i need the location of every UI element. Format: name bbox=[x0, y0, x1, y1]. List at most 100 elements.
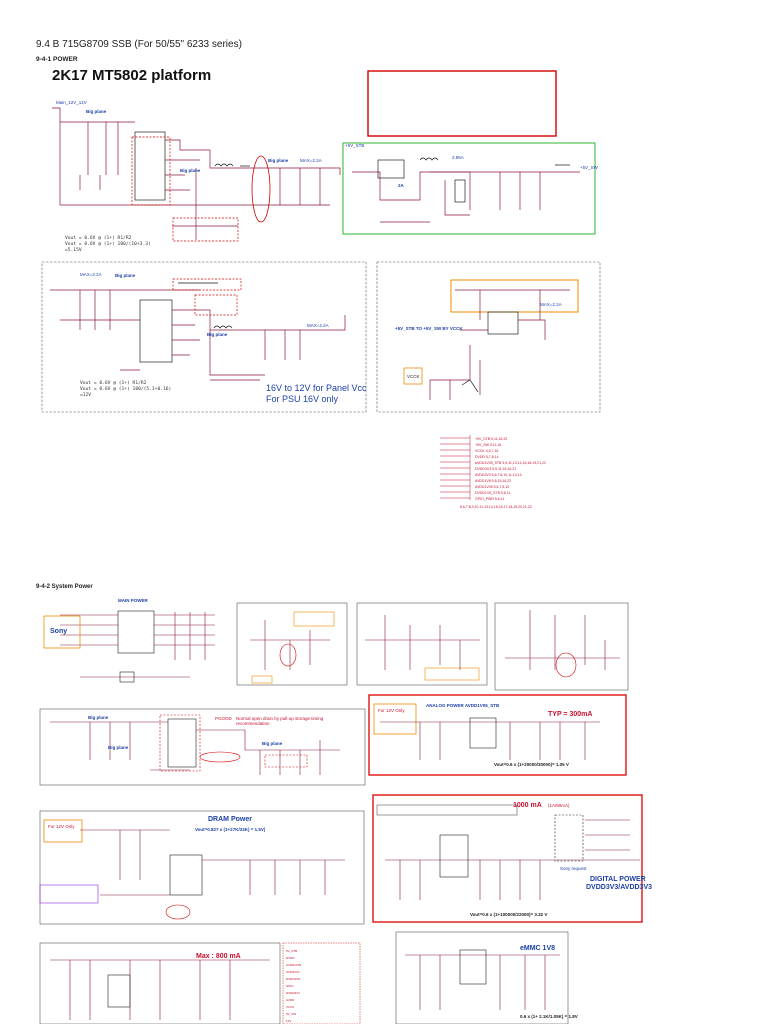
emmc-vout-formula: 0.6 x (1+ 2.1K/1.05K) = 1.8V bbox=[520, 1014, 578, 1019]
small-rail-box bbox=[376, 804, 518, 816]
digital-power-subtitle: DVDD3V3/AVDD3V3 bbox=[586, 884, 653, 891]
svg-text:GPIO: GPIO bbox=[286, 984, 294, 988]
svg-text:5,6,7,8,9,10,11,13,14,15,16,17: 5,6,7,8,9,10,11,13,14,15,16,17,18,19,20,… bbox=[460, 505, 532, 509]
dram-power-block bbox=[39, 810, 365, 925]
platform-title: 2K17 MT5802 platform bbox=[52, 67, 212, 84]
orange-dram-note bbox=[43, 819, 83, 843]
svg-text:12V: 12V bbox=[286, 1019, 291, 1023]
document-title: 9.4 B 715G8709 SSB (For 50/55" 6233 seri… bbox=[36, 39, 242, 50]
red-dashed-box-6 bbox=[264, 754, 308, 768]
svg-text:DVDD1V8: DVDD1V8 bbox=[286, 977, 300, 981]
digital-current-label: 1000 mA bbox=[513, 802, 542, 809]
rail-label: +5V_STB bbox=[345, 143, 365, 148]
orange-vcck-box bbox=[403, 367, 423, 385]
main-power-title: MAIN POWER bbox=[118, 598, 148, 603]
orange-analog-note bbox=[373, 703, 417, 735]
orange-sony-box bbox=[43, 615, 81, 649]
rail-label: +5V_SW bbox=[580, 165, 598, 170]
svg-text:AVDD: AVDD bbox=[286, 998, 295, 1002]
green-highlight-box bbox=[342, 142, 596, 235]
svg-text:AVDD1V8 5,8,15,16,22: AVDD1V8 5,8,15,16,22 bbox=[475, 479, 511, 483]
vcck-switch-block bbox=[376, 261, 601, 413]
panel-vcc-note: 16V to 12V for Panel Vcc For PSU 16V onl… bbox=[266, 383, 367, 404]
svg-text:VCCK 4,6,7,16: VCCK 4,6,7,16 bbox=[475, 449, 498, 453]
svg-text:DVDD 5,7,8,14: DVDD 5,7,8,14 bbox=[475, 455, 499, 459]
svg-text:AVDD1V05_STB 5,9,11,13,14,16,1: AVDD1V05_STB 5,9,11,13,14,16,18,19,21,22 bbox=[475, 461, 546, 465]
vcck-title: +5V_STB TO +5V_SW BY VCCK bbox=[395, 326, 463, 331]
max-800-label: Max : 800 mA bbox=[196, 953, 241, 960]
max-current-label: MAX=2.2A bbox=[300, 158, 322, 163]
orange-highlight-box bbox=[450, 279, 579, 313]
svg-text:DVDD3V3: DVDD3V3 bbox=[286, 991, 300, 995]
analog-power-block bbox=[368, 694, 627, 776]
red-dashed-box-1 bbox=[131, 136, 171, 206]
power-schematic-top bbox=[52, 107, 580, 240]
red-dashed-box-2 bbox=[172, 217, 239, 242]
digital-vout-formula: Vout=0.6 x (1+100000/22000)= 3.32 V bbox=[470, 912, 548, 917]
big-plane-label: Big plane bbox=[268, 158, 289, 163]
red-dashed-box-3 bbox=[172, 278, 242, 291]
reset-block bbox=[236, 602, 348, 686]
red-dashed-box-4 bbox=[194, 294, 238, 316]
big-plane-label: Big plane bbox=[262, 741, 283, 746]
red-ellipse-marker bbox=[251, 155, 271, 223]
svg-text:+5V_SW 9,11,16: +5V_SW 9,11,16 bbox=[475, 443, 501, 447]
typ-current-label: TYP = 300mA bbox=[548, 711, 593, 718]
for-12v-note: For 12V Only bbox=[48, 824, 75, 829]
sony-request-label: Sony request bbox=[560, 866, 587, 871]
analog-power-title: ANALOG POWER AVDD1V05_STB bbox=[426, 703, 500, 708]
big-plane-label: Big plane bbox=[180, 168, 201, 173]
net-list-box bbox=[282, 942, 361, 1024]
svg-text:DVDD1V5_STB 5,6,11: DVDD1V5_STB 5,6,11 bbox=[475, 491, 510, 495]
svg-text:DVDD3V3 5,9,11,15,16,21: DVDD3V3 5,9,11,15,16,21 bbox=[475, 467, 516, 471]
formula-block-2: Vout = 0.6V @ (1+) R1/R2 Vout = 0.6V @ (… bbox=[80, 381, 172, 398]
big-plane-label: Big plane bbox=[115, 273, 136, 278]
max-current-label: MAX=2.2A bbox=[307, 323, 329, 328]
digital-power-title: DIGITAL POWER bbox=[590, 876, 646, 883]
dram-power-title: DRAM Power bbox=[208, 816, 252, 823]
big-plane-label: Big plane bbox=[108, 745, 129, 750]
sony-label: Sony bbox=[50, 628, 68, 635]
dcdc-block bbox=[39, 708, 366, 786]
svg-text:AVDD3V3: AVDD3V3 bbox=[286, 970, 300, 974]
psu-16v-block bbox=[41, 261, 367, 413]
vcck-box-label: VCCK bbox=[407, 374, 420, 379]
dram-vout-formula: Vout=0.827 x (1+27K/33K) = 1.5V) bbox=[195, 827, 266, 832]
current-label: 2.85A bbox=[452, 155, 464, 160]
orange-stb-note bbox=[424, 667, 480, 681]
svg-text:AVDD1V05 5,6,7,8,10: AVDD1V05 5,6,7,8,10 bbox=[475, 485, 509, 489]
analog-vout-formula: Vout=0.6 x (1+20000/30000)= 1.05 V bbox=[494, 762, 569, 767]
emmc-block bbox=[395, 931, 569, 1024]
svg-text:5V_STB: 5V_STB bbox=[286, 949, 297, 953]
section-heading-power: 9-4-1 POWER bbox=[36, 56, 78, 63]
svg-text:5V_SW: 5V_SW bbox=[286, 1012, 296, 1016]
orange-reset-note-2 bbox=[251, 675, 273, 684]
section-heading-system-power: 9-4-2 System Power bbox=[36, 584, 93, 590]
emmc-title: eMMC 1V8 bbox=[520, 945, 556, 952]
purple-dram-note bbox=[39, 884, 99, 904]
digital-power-block bbox=[372, 794, 643, 923]
for-12v-note: For 12V Only bbox=[378, 708, 405, 713]
svg-text:DVDD: DVDD bbox=[286, 956, 295, 960]
max-800-block bbox=[39, 942, 281, 1024]
stb-control-block bbox=[356, 602, 488, 686]
svg-text:VCCK: VCCK bbox=[286, 1005, 294, 1009]
pgood-note: Normal open drain by pull-up storage tim… bbox=[236, 716, 324, 726]
big-plane-label: Big plane bbox=[86, 109, 107, 114]
current-label: 2A bbox=[398, 183, 404, 188]
svg-text:GPIO_PWR 5,6,11: GPIO_PWR 5,6,11 bbox=[475, 497, 504, 501]
formula-block-1: Vout = 0.6V @ (1+) R1/R2 Vout = 0.6V @ (… bbox=[65, 236, 151, 253]
red-dashed-box-5 bbox=[159, 714, 201, 772]
gpio-switch-block bbox=[494, 602, 629, 691]
svg-text:AVDD3V3 5,6,7,8,10,11,13,14: AVDD3V3 5,6,7,8,10,11,13,14 bbox=[475, 473, 522, 477]
max-current-label: MAX=2.2A bbox=[80, 272, 102, 277]
rail-label: Main_12V_12V bbox=[56, 100, 87, 105]
orange-reset-note bbox=[293, 611, 335, 627]
digital-current-sub: (1A/90mA) bbox=[548, 803, 570, 808]
red-placeholder-box bbox=[367, 70, 557, 137]
net-label-list bbox=[440, 435, 471, 500]
pgood-label: PGOOD bbox=[215, 716, 232, 721]
max-current-label: MAX=2.2A bbox=[540, 302, 562, 307]
big-plane-label: Big plane bbox=[207, 332, 228, 337]
